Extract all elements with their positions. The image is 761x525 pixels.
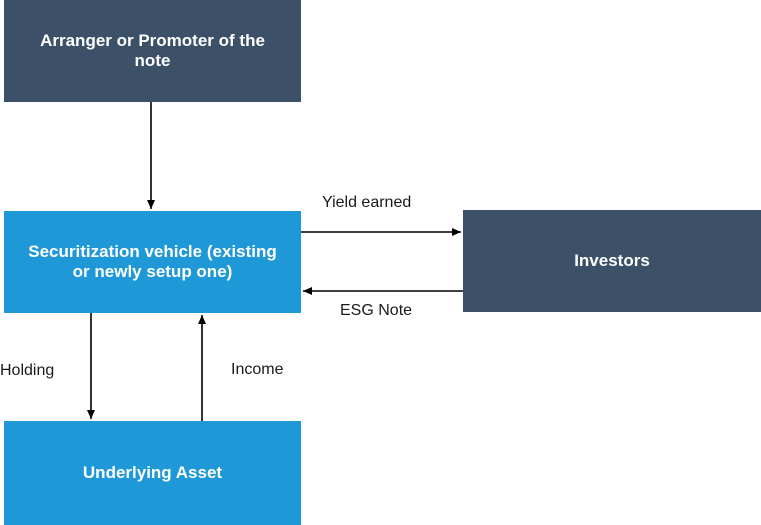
investors-label: Investors (574, 251, 650, 270)
esg-note-label: ESG Note (340, 302, 413, 319)
arranger-node: Arranger or Promoter of the note (4, 0, 301, 102)
income-label: Income (231, 361, 284, 378)
investors-node: Investors (463, 210, 761, 312)
arranger-label: Arranger or Promoter of the note (40, 31, 265, 70)
underlying-asset-label: Underlying Asset (82, 463, 223, 482)
yield-earned-label: Yield earned (322, 194, 412, 211)
securitization-vehicle-node: Securitization vehicle (existing or newl… (4, 211, 301, 313)
holding-label: Holding (0, 362, 55, 379)
underlying-asset-node: Underlying Asset (4, 421, 301, 525)
securitization-vehicle-label: Securitization vehicle (existing or newl… (28, 242, 277, 281)
